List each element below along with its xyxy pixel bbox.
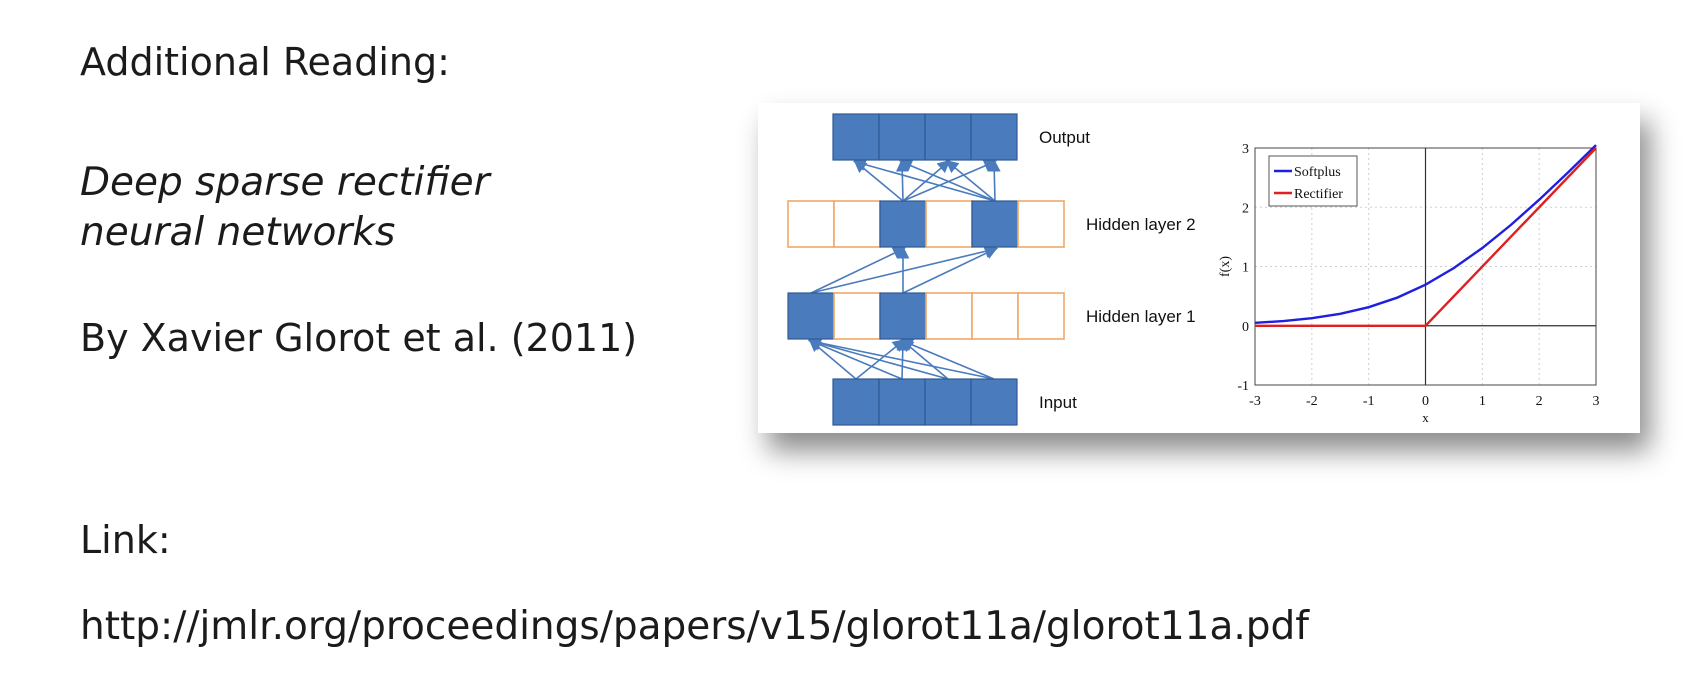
layer-label-1: Hidden layer 2	[1086, 215, 1196, 234]
unit-3-1	[878, 378, 926, 426]
unit-0-2	[924, 113, 972, 161]
unit-2-2	[879, 292, 927, 340]
connection-2-0-0	[810, 247, 906, 294]
layer-label-2: Hidden layer 1	[1086, 307, 1196, 326]
connection-3-2-0	[807, 337, 949, 380]
x-tick-label-1: -2	[1306, 394, 1318, 409]
x-axis-label: x	[1422, 410, 1429, 425]
paper-authors: By Xavier Glorot et al. (2011)	[80, 316, 638, 360]
unit-3-2	[924, 378, 972, 426]
unit-2-3	[925, 292, 973, 340]
connection-1-1-2	[945, 159, 996, 202]
legend-label-0: Softplus	[1294, 165, 1341, 180]
y-tick-label-0: -1	[1237, 379, 1249, 394]
y-tick-label-4: 3	[1242, 142, 1249, 157]
connection-3-3-1	[900, 338, 995, 380]
unit-1-1	[833, 200, 881, 248]
layer-label-3: Input	[1039, 393, 1077, 412]
x-tick-label-2: -1	[1363, 394, 1375, 409]
y-axis-label: f(x)	[1218, 256, 1233, 277]
unit-2-5	[1017, 292, 1065, 340]
legend-box	[1268, 155, 1358, 207]
x-tick-label-6: 3	[1593, 394, 1600, 409]
connection-1-1-1	[899, 159, 996, 202]
y-tick-label-3: 2	[1242, 201, 1249, 216]
x-tick-label-5: 2	[1536, 394, 1543, 409]
connection-1-1-3	[987, 158, 1001, 202]
connection-2-1-1	[902, 247, 998, 294]
x-tick-label-3: 0	[1422, 394, 1429, 409]
y-tick-label-1: 0	[1242, 320, 1249, 335]
connection-3-1-0	[808, 338, 903, 380]
legend-label-1: Rectifier	[1294, 187, 1343, 202]
connection-3-3-0	[807, 336, 995, 380]
unit-0-0	[832, 113, 880, 161]
series-line-rectifier	[1255, 147, 1597, 328]
unit-2-0	[787, 292, 835, 340]
link-label: Link:	[80, 518, 171, 562]
unit-0-3	[970, 113, 1018, 161]
series-line-softplus	[1254, 144, 1597, 324]
paper-link[interactable]: http://jmlr.org/proceedings/papers/v15/g…	[80, 604, 1309, 649]
paper-title: Deep sparse rectifier neural networks	[80, 160, 490, 255]
unit-3-3	[970, 378, 1018, 426]
layer-label-0: Output	[1039, 128, 1090, 147]
unit-0-1	[878, 113, 926, 161]
unit-3-0	[832, 378, 880, 426]
y-tick-label-2: 1	[1242, 261, 1249, 276]
slide-heading: Additional Reading:	[80, 40, 450, 84]
unit-1-5	[1017, 200, 1065, 248]
unit-1-3	[925, 200, 973, 248]
x-tick-label-0: -3	[1249, 394, 1261, 409]
x-tick-label-4: 1	[1479, 394, 1486, 409]
connection-1-1-0	[852, 158, 996, 202]
